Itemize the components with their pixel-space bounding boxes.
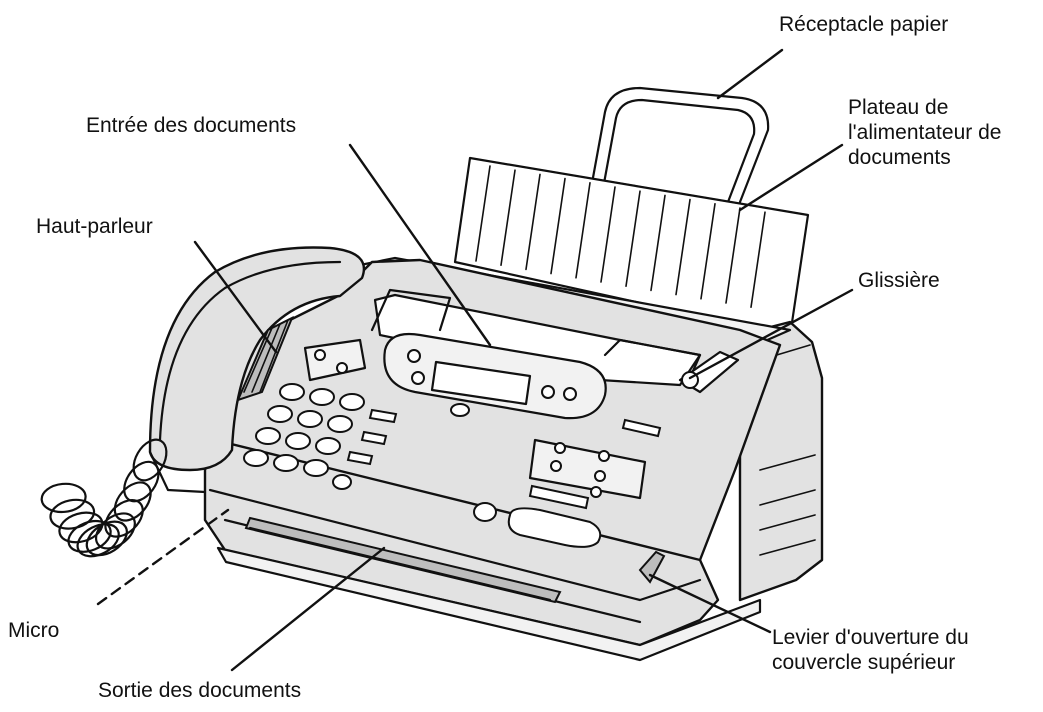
lcd-display xyxy=(430,360,532,406)
leader-document-entrance xyxy=(348,143,492,347)
leader-paper-receptacle xyxy=(716,48,784,100)
label-top-cover-release-lever: Levier d'ouverture du couvercle supérieu… xyxy=(772,626,969,674)
keypad-key[interactable] xyxy=(315,437,341,455)
leader-feeder-tray xyxy=(738,143,844,212)
keypad-key[interactable] xyxy=(303,459,329,477)
speaker-grille xyxy=(236,315,294,402)
label-document-exit: Sortie des documents xyxy=(98,679,302,702)
leader-lines xyxy=(96,48,854,672)
document-feeder-tray xyxy=(453,156,810,338)
paper-receptacle xyxy=(586,86,770,207)
label-speaker: Haut-parleur xyxy=(36,215,153,238)
leader-microphone xyxy=(96,508,230,606)
keypad-key[interactable] xyxy=(309,388,335,406)
top-cover-release-lever[interactable] xyxy=(638,550,666,584)
control-panel xyxy=(243,332,662,548)
keypad-key[interactable] xyxy=(297,410,323,428)
label-guide: Glissière xyxy=(858,269,940,292)
keypad-key[interactable] xyxy=(243,449,269,467)
label-document-entrance: Entrée des documents xyxy=(86,114,297,137)
leader-speaker xyxy=(193,240,278,354)
leader-document-exit xyxy=(230,546,386,672)
leader-lever xyxy=(648,573,772,634)
keypad-key[interactable] xyxy=(339,393,365,411)
keypad-key[interactable] xyxy=(279,383,305,401)
keypad-key[interactable] xyxy=(267,405,293,423)
label-document-feeder-tray: Plateau de l'alimentateur de documents xyxy=(848,96,1002,169)
label-paper-receptacle: Réceptacle papier xyxy=(779,13,949,36)
keypad-key[interactable] xyxy=(273,454,299,472)
keypad-key[interactable] xyxy=(327,415,353,433)
keypad-key[interactable] xyxy=(255,427,281,445)
keypad-key[interactable] xyxy=(285,432,311,450)
handset-cord xyxy=(40,438,168,558)
label-microphone: Micro xyxy=(8,619,60,642)
leader-guide xyxy=(688,288,854,380)
